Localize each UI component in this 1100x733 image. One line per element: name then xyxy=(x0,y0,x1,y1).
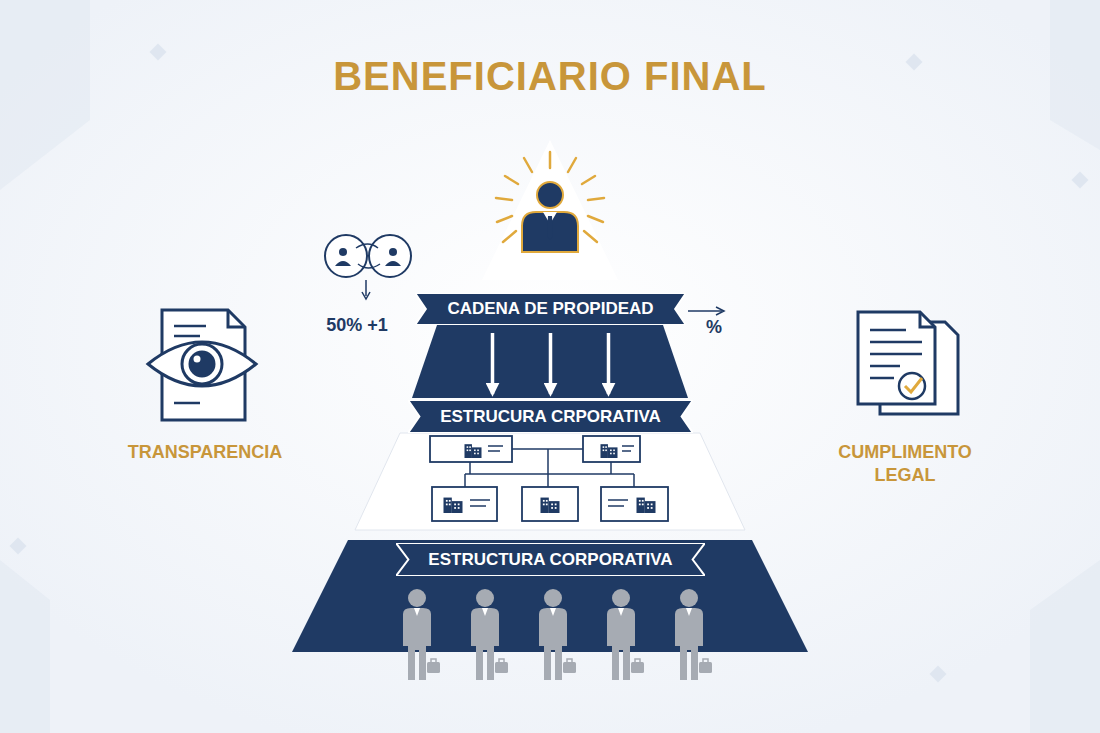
percent-arrow xyxy=(688,307,724,315)
sparkle xyxy=(10,538,27,555)
sparkle xyxy=(1072,172,1089,189)
sparkle xyxy=(150,44,167,61)
org-chart xyxy=(430,436,668,521)
corner-panel xyxy=(0,560,50,733)
ribbon-band: ESTRUCURA CRPORATIVA xyxy=(408,400,693,433)
text-label: % xyxy=(699,316,729,339)
sparkle xyxy=(906,54,923,71)
diagram-title: BENEFICIARIO FINAL xyxy=(0,54,1100,99)
sparkle xyxy=(930,666,947,683)
corner-panel xyxy=(0,0,90,190)
corner-panel xyxy=(1030,560,1100,733)
transparency-icon xyxy=(148,310,256,420)
band-label: ESTRUCTURA CORPORATIVA xyxy=(396,543,705,570)
band-label: CADENA DE PROPIDEAD xyxy=(415,293,686,319)
band-label: ESTRUCURA CRPORATIVA xyxy=(408,400,693,427)
flow-arrow xyxy=(491,333,495,394)
beneficiary-icon xyxy=(496,152,604,252)
flow-arrow xyxy=(607,333,611,394)
text-label: 50% +1 xyxy=(312,314,402,337)
ownership-icon xyxy=(325,235,411,299)
ribbon-band: ESTRUCTURA CORPORATIVA xyxy=(396,543,705,576)
text-label: CUMPLIMENTO LEGAL xyxy=(825,441,985,488)
compliance-icon xyxy=(858,312,958,414)
flow-arrow xyxy=(549,333,553,394)
corner-panel xyxy=(1050,0,1100,150)
text-label: TRANSPARENCIA xyxy=(105,441,305,464)
pyramid xyxy=(292,140,808,652)
ribbon-band: CADENA DE PROPIDEAD xyxy=(415,293,686,325)
people xyxy=(403,589,712,680)
